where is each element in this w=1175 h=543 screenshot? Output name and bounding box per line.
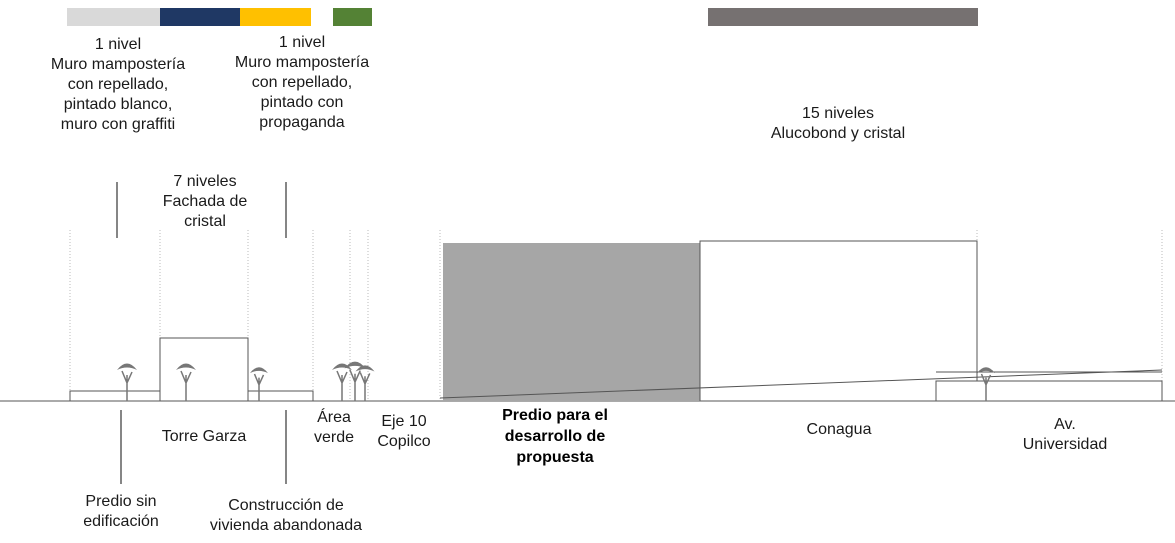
torre-garza-building [159,337,249,402]
label-predio-propuesta: Predio para el desarrollo de propuesta [502,407,608,466]
tree-icon [977,367,995,401]
label-conagua-niveles: 15 niveles Alucobond y cristal [770,105,906,142]
legend-swatch-green [333,8,372,26]
legend-swatch-light-gray [67,8,160,26]
slope-line [439,369,1163,399]
trees [117,361,995,401]
tree-icon [355,365,375,401]
predio-sin-edificacion-wall [69,390,161,402]
label-1-nivel-propaganda: 1 nivel Muro mampostería con repellado, … [234,34,370,131]
legend-swatch-dark-gray [708,8,978,26]
label-torre-garza-niveles: 7 niveles Fachada de cristal [162,173,248,230]
leader-lines [116,182,287,484]
label-construccion-vivienda: Construcción de vivienda abandonada [209,497,363,534]
label-av-universidad: Av. Universidad [1022,416,1108,453]
label-eje-10-copilco: Eje 10 Copilco [377,413,431,450]
label-area-verde: Área verde [313,409,355,446]
tree-icon [176,363,196,401]
vivienda-abandonada-wall [247,390,314,402]
label-1-nivel-graffiti: 1 nivel Muro mampostería con repellado, … [50,36,186,133]
label-predio-sin-edificacion: Predio sin edificación [83,493,159,530]
tree-icon [117,363,137,401]
tree-icon [250,367,268,401]
proposal-site-block [443,243,700,401]
label-torre-garza: Torre Garza [161,428,247,445]
tree-icon [332,363,352,401]
legend-swatch-yellow [240,8,311,26]
conagua-building [699,240,978,402]
legend-swatch-navy [160,8,240,26]
label-conagua: Conagua [806,421,872,438]
av-universidad-platform [935,380,1163,402]
tree-icon [344,361,366,401]
